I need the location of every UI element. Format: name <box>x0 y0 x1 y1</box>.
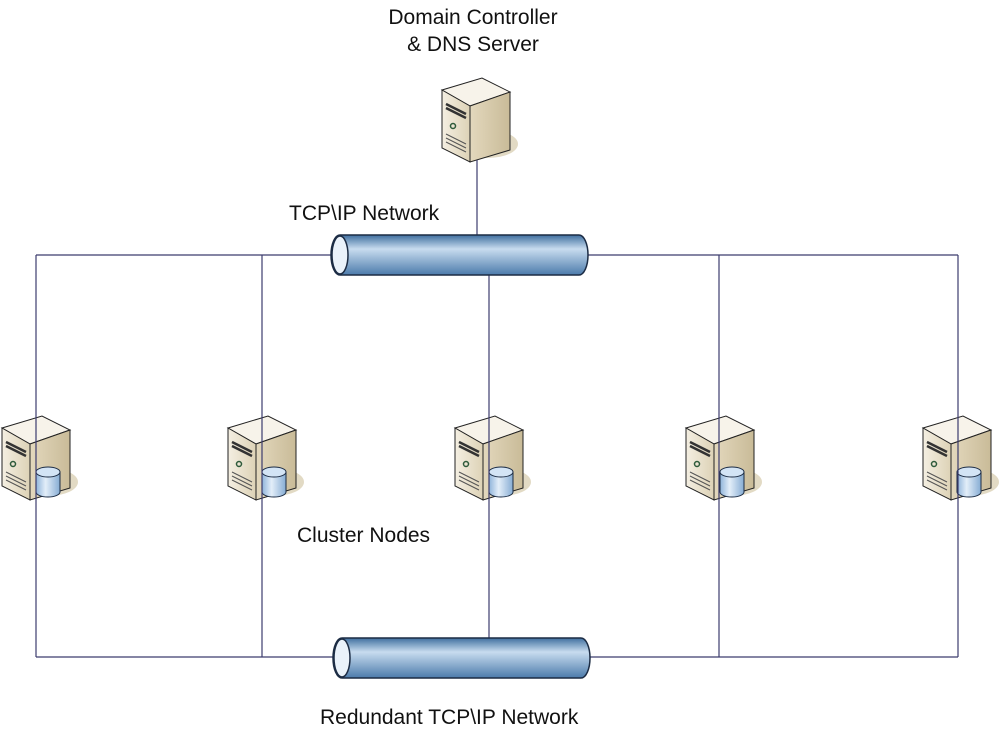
storage-disk-icon <box>956 466 982 498</box>
storage-disk-icon <box>719 466 745 498</box>
label-line: Domain Controller <box>388 6 558 29</box>
cluster-node-5-server-icon <box>921 415 999 501</box>
cluster-node-2-server-icon <box>226 415 304 501</box>
storage-disk-icon <box>35 466 61 498</box>
cluster-node-1-server-icon <box>0 415 78 501</box>
domain-controller-server-icon <box>440 77 518 163</box>
cluster-node-3-server-icon <box>453 415 531 501</box>
tcpip-network-label: TCP\IP Network <box>289 202 440 225</box>
redundant-network-label: Redundant TCP\IP Network <box>320 706 579 729</box>
domain-controller-label: Domain Controller & DNS Server <box>360 4 586 58</box>
storage-disk-icon <box>261 466 287 498</box>
cluster-node-4-server-icon <box>684 415 762 501</box>
tcpip-network-pipe <box>330 234 589 276</box>
label-line: & DNS Server <box>407 33 539 56</box>
storage-disk-icon <box>488 466 514 498</box>
redundant-network-pipe <box>332 637 591 679</box>
network-links <box>35 160 959 658</box>
cluster-nodes-label: Cluster Nodes <box>297 524 431 547</box>
